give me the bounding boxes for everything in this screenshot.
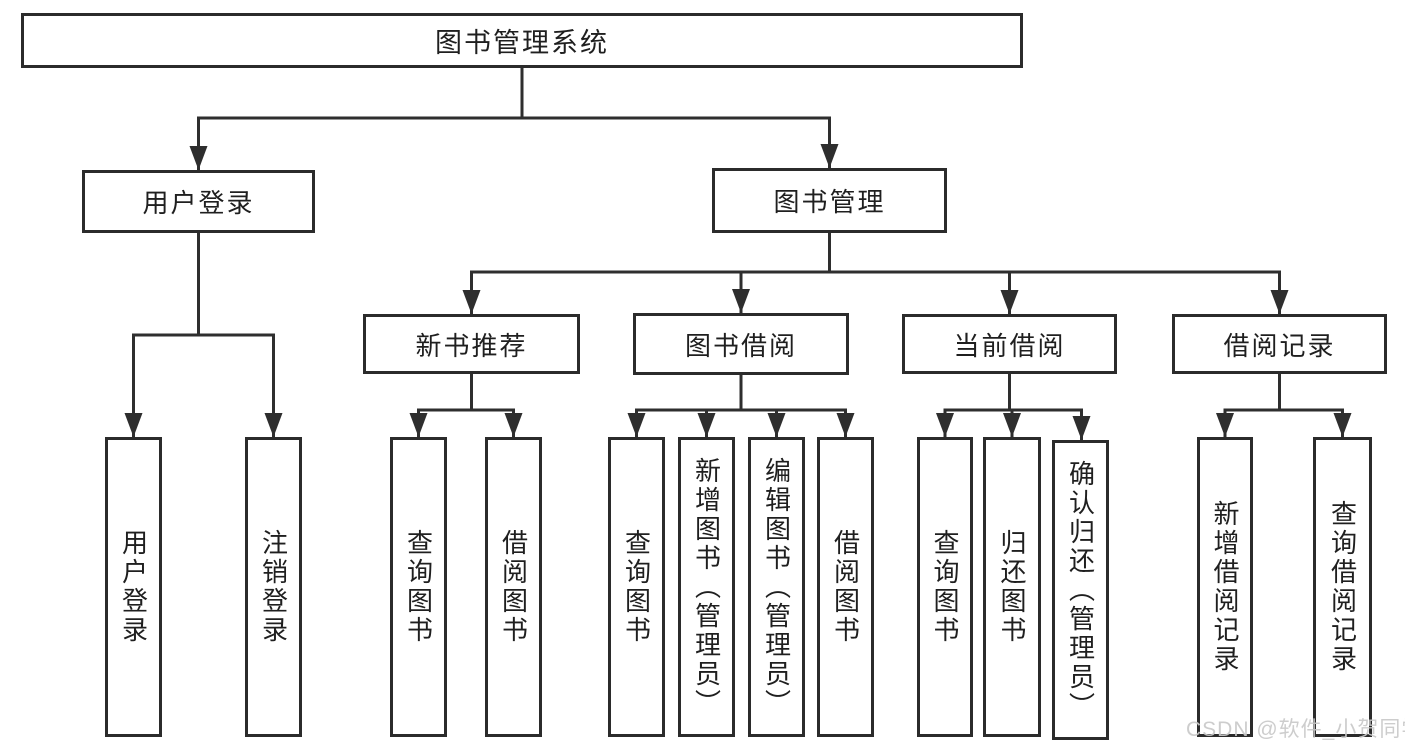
- node-label: 归还图书: [997, 529, 1027, 645]
- node-label: 图书管理: [773, 187, 886, 217]
- node-label: 查询图书: [621, 529, 652, 645]
- node-label: 用户登录: [118, 529, 149, 645]
- leaf-confirm-return-admin: 确认归还（管理员）: [1052, 440, 1109, 740]
- leaf-user-login: 用户登录: [105, 437, 162, 737]
- node-label: 图书管理系统: [435, 28, 609, 58]
- node-label: 查询借阅记录: [1327, 500, 1358, 674]
- leaf-borrow-books-recommend: 借阅图书: [485, 437, 542, 737]
- leaf-query-books-borrowing: 查询图书: [608, 437, 665, 737]
- leaf-edit-books-admin: 编辑图书（管理员）: [748, 437, 805, 737]
- node-label: 用户登录: [142, 188, 255, 218]
- node-label: 新增图书（管理员）: [691, 456, 722, 718]
- leaf-borrow-books: 借阅图书: [817, 437, 874, 737]
- node-label: 借阅图书: [830, 529, 861, 645]
- node-new-book-recommend: 新书推荐: [363, 314, 580, 374]
- node-label: 编辑图书（管理员）: [761, 456, 792, 718]
- node-current-borrowing: 当前借阅: [902, 314, 1117, 374]
- leaf-logout: 注销登录: [245, 437, 302, 737]
- node-book-management: 图书管理: [712, 168, 947, 233]
- node-label: 确认归还（管理员）: [1065, 459, 1096, 721]
- node-label: 借阅记录: [1223, 330, 1336, 361]
- leaf-query-books-current: 查询图书: [917, 437, 973, 737]
- node-label: 查询图书: [930, 529, 960, 645]
- leaf-add-borrow-record: 新增借阅记录: [1197, 437, 1253, 737]
- node-label: 借阅图书: [498, 529, 529, 645]
- node-borrowing-records: 借阅记录: [1172, 314, 1387, 374]
- node-user-login: 用户登录: [82, 170, 315, 233]
- leaf-query-books-recommend: 查询图书: [390, 437, 447, 737]
- node-label: 图书借阅: [684, 330, 797, 361]
- node-label: 当前借阅: [953, 330, 1066, 361]
- node-label: 注销登录: [258, 529, 289, 645]
- leaf-query-borrow-record: 查询借阅记录: [1313, 437, 1372, 737]
- node-label: 新书推荐: [415, 330, 528, 361]
- leaf-return-books: 归还图书: [983, 437, 1041, 737]
- csdn-watermark: CSDN @软件_小贺同学: [1186, 718, 1405, 741]
- node-library-management-system: 图书管理系统: [21, 13, 1023, 68]
- leaf-add-books-admin: 新增图书（管理员）: [678, 437, 735, 737]
- node-book-borrowing: 图书借阅: [633, 313, 849, 375]
- node-label: 查询图书: [403, 529, 434, 645]
- node-label: 新增借阅记录: [1210, 500, 1240, 674]
